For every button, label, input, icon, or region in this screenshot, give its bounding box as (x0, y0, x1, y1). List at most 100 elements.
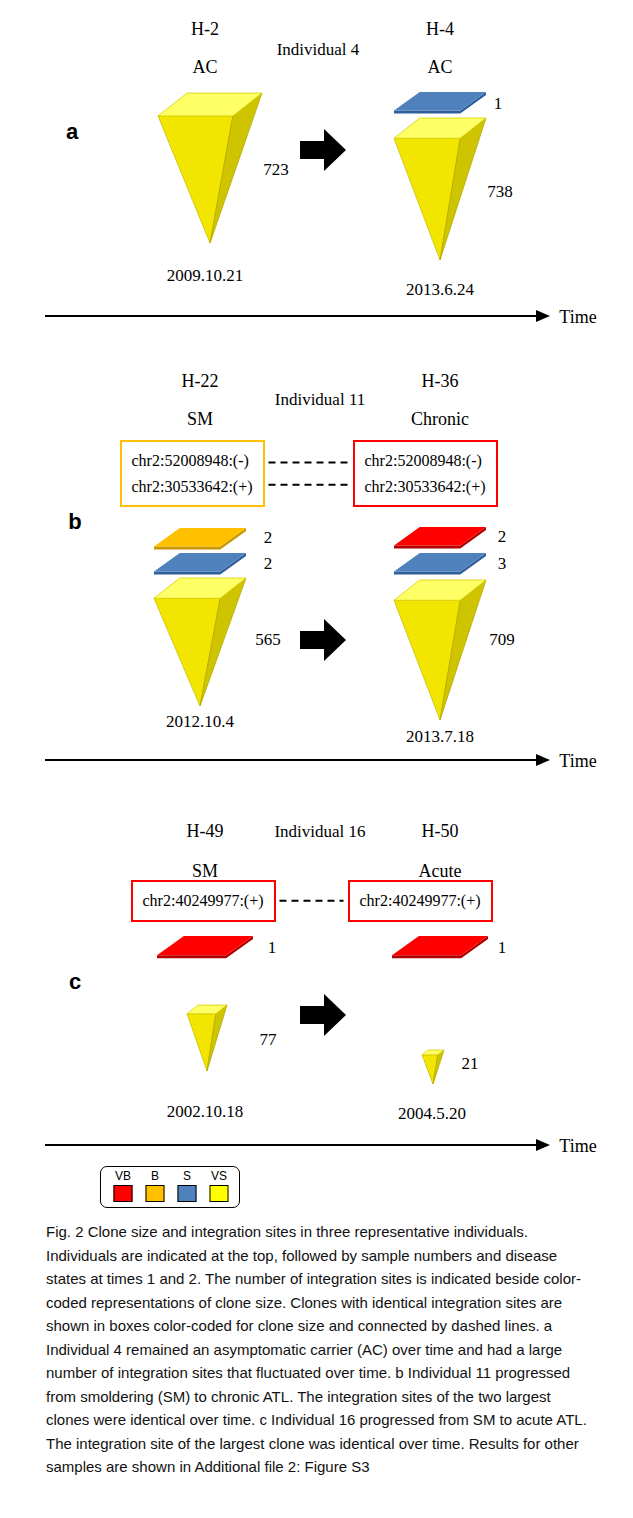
time-axis (45, 759, 540, 761)
legend-swatch (210, 1185, 229, 1202)
figure-label: 2013.7.18 (406, 728, 474, 747)
figure-label: SM (187, 410, 213, 430)
integration-site-box: chr2:40249977:(+) (131, 880, 276, 922)
integration-site: chr2:40249977:(+) (143, 888, 264, 914)
legend-text: B (146, 1170, 165, 1183)
figure-label: 2004.5.20 (398, 1105, 466, 1124)
integration-site-box: chr2:52008948:(-)chr2:30533642:(+) (353, 440, 498, 507)
slab-edge (157, 936, 253, 958)
figure-label: 2 (264, 555, 273, 574)
slab-edge (154, 553, 246, 574)
slab-edge (394, 553, 486, 574)
legend-swatch (146, 1185, 165, 1202)
slab-edge (394, 92, 486, 113)
legend-text: VS (210, 1170, 229, 1183)
figure-caption: Fig. 2 Clone size and integration sites … (46, 1220, 591, 1479)
legend-box: VB BS VS (100, 1166, 240, 1208)
slab-top (157, 936, 253, 955)
clone-pyramid (154, 578, 246, 706)
integration-site-box: chr2:52008948:(-)chr2:30533642:(+) (120, 440, 265, 507)
figure-label: H-36 (422, 372, 459, 392)
figure-label: 2009.10.21 (167, 267, 244, 286)
slab-edge (154, 528, 246, 549)
figure-label: 21 (462, 1055, 479, 1074)
legend-text: S (178, 1170, 197, 1183)
figure-label: Time (559, 752, 596, 772)
pyramid-top (187, 1005, 227, 1014)
figure-label: 2 (498, 528, 507, 547)
legend-swatch (178, 1185, 197, 1202)
figure-label: 2 (264, 529, 273, 548)
pyramid-top (422, 1050, 444, 1055)
legend-entry: S (178, 1170, 197, 1202)
clone-pyramid (394, 580, 486, 720)
figure-label: 2013.6.24 (406, 281, 474, 300)
pyramid-top (158, 93, 262, 116)
clone-pyramid (158, 93, 262, 243)
figure-label: b (68, 510, 81, 534)
integration-site: chr2:40249977:(+) (360, 888, 481, 914)
progress-arrow (300, 129, 346, 171)
progress-arrow (300, 619, 346, 661)
clone-slab (394, 92, 486, 113)
slab-top (394, 527, 486, 545)
integration-site: chr2:52008948:(-) (132, 448, 253, 474)
figure-label: H-49 (187, 822, 224, 842)
slab-top (392, 936, 488, 955)
figure-label: Individual 16 (274, 823, 365, 842)
figure-label: c (69, 970, 81, 994)
figure-label: Time (559, 1137, 596, 1157)
figure-label: 1 (268, 939, 277, 958)
dashed-connector (269, 461, 349, 463)
slab-top (154, 528, 246, 546)
figure-label: 2002.10.18 (167, 1103, 244, 1122)
slab-top (154, 553, 246, 571)
clone-slab (157, 936, 253, 958)
pyramid-face (440, 118, 486, 260)
figure-label: H-50 (422, 822, 459, 842)
axis-arrowhead (536, 310, 550, 322)
figure-label: Individual 11 (275, 391, 366, 410)
figure-label: SM (192, 862, 218, 882)
figure-label: Individual 4 (277, 41, 360, 60)
legend-swatch (114, 1185, 133, 1202)
dashed-connector (280, 900, 344, 902)
integration-site: chr2:52008948:(-) (365, 448, 486, 474)
figure-label: AC (192, 58, 217, 78)
integration-site: chr2:30533642:(+) (132, 474, 253, 500)
figure-label: 2012.10.4 (166, 713, 234, 732)
figure-label: 723 (263, 161, 289, 180)
figure-label: Time (559, 308, 596, 328)
slab-edge (392, 936, 488, 958)
progress-arrow (300, 994, 346, 1036)
figure-label: 565 (255, 631, 281, 650)
legend-entry: VB (114, 1170, 133, 1202)
integration-site-box: chr2:40249977:(+) (348, 880, 493, 922)
slab-top (394, 92, 486, 110)
clone-slab (392, 936, 488, 958)
clone-pyramid (394, 118, 486, 260)
pyramid-face (207, 1005, 227, 1071)
axis-arrowhead (536, 754, 550, 766)
figure-label: Chronic (411, 410, 469, 430)
figure-label: H-2 (191, 20, 219, 40)
clone-pyramid (187, 1005, 227, 1071)
figure-label: AC (427, 58, 452, 78)
legend-entry: VS (210, 1170, 229, 1202)
time-axis (45, 315, 540, 317)
pyramid-face (440, 580, 486, 720)
figure-label: 3 (498, 555, 507, 574)
figure-label: a (66, 120, 78, 144)
axis-arrowhead (536, 1139, 550, 1151)
figure-label: 1 (498, 939, 507, 958)
time-axis (45, 1144, 540, 1146)
figure-label: H-22 (182, 372, 219, 392)
legend-text: VB (114, 1170, 133, 1183)
pyramid-top (394, 118, 486, 138)
clone-slab (394, 527, 486, 548)
legend-entry: B (146, 1170, 165, 1202)
clone-slab (394, 553, 486, 574)
